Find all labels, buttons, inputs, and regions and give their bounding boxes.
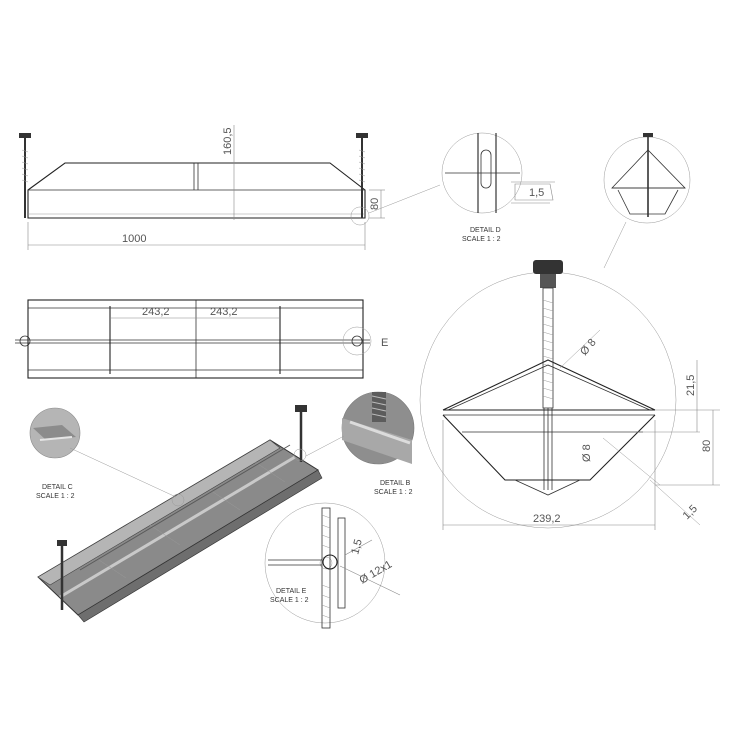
right-clamp-screw [356,133,368,218]
detail-c: DETAIL C SCALE 1 : 2 [29,407,177,500]
dim-rod-diameter-top: Ø 8 [578,337,599,358]
detail-b-title: DETAIL B [380,480,411,487]
front-view: 160,5 80 1000 [19,125,441,250]
section-view: Ø 8 Ø 8 21,5 80 1,5 239,2 [419,260,720,530]
dim-width: 239,2 [533,513,561,525]
dim-rod-diameter-side: Ø 8 [581,444,593,462]
dim-thread: Ø 12x1 [358,558,395,586]
dim-detail-d-thickness: 1,5 [529,187,544,199]
detail-e-scale: SCALE 1 : 2 [270,597,309,604]
dim-height-b: 80 [701,440,713,452]
dim-front-height: 160,5 [222,127,234,155]
detail-e-title: DETAIL E [276,588,307,595]
detail-d: 1,5 DETAIL D SCALE 1 : 2 [441,132,555,243]
detail-b-scale: SCALE 1 : 2 [374,489,413,496]
isometric-view [37,405,333,623]
end-view-thumbnail [603,133,691,269]
left-clamp-screw [19,133,31,218]
detail-c-scale: SCALE 1 : 2 [36,493,75,500]
detail-b: DETAIL B SCALE 1 : 2 [305,391,415,496]
top-view: E 243,2 243,2 [15,299,388,379]
detail-e: 1,5 Ø 12x1 DETAIL E SCALE 1 : 2 [264,502,401,629]
dim-side-height: 80 [369,198,381,210]
dim-detail-e-thickness: 1,5 [349,538,365,556]
detail-d-scale: SCALE 1 : 2 [462,236,501,243]
dim-height-a: 21,5 [685,375,697,396]
dim-length: 1000 [122,233,146,245]
dim-spacing-right: 243,2 [210,306,238,318]
detail-c-title: DETAIL C [42,484,73,491]
detail-d-title: DETAIL D [470,227,501,234]
dim-spacing-left: 243,2 [142,306,170,318]
section-e-callout: E [381,337,388,349]
dim-sheet-thickness: 1,5 [681,503,700,522]
